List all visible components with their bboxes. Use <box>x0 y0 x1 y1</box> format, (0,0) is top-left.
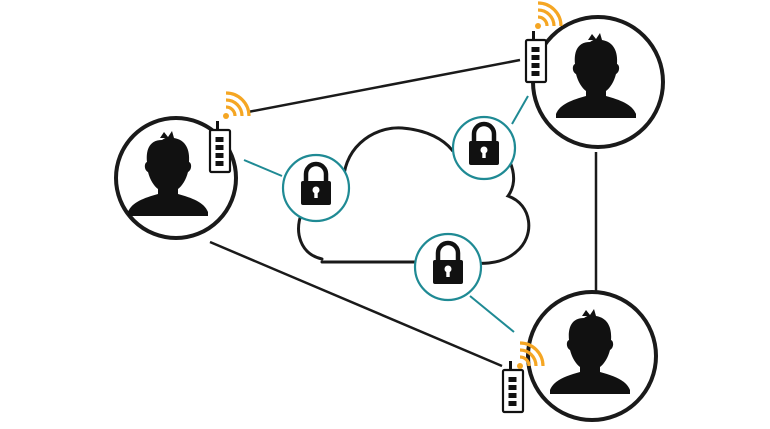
secure-link-left <box>243 159 283 177</box>
direct-links <box>209 58 598 368</box>
user-node-top-right <box>524 1 665 149</box>
wifi-signal-icon <box>221 91 251 121</box>
lock-node-left <box>281 153 351 223</box>
wifi-signal-icon <box>533 1 563 31</box>
lock-node-topright <box>451 115 517 181</box>
secure-link-bottomright <box>469 295 515 333</box>
link-left-to-bottomright <box>209 240 503 368</box>
secured-links <box>243 95 529 333</box>
radio-device-icon <box>524 29 548 84</box>
secure-link-topright <box>511 95 529 125</box>
link-left-to-topright <box>247 58 521 114</box>
lock-node-bottom <box>413 232 483 302</box>
user-node-bottom-right <box>501 290 658 422</box>
user-node-left <box>114 91 251 240</box>
